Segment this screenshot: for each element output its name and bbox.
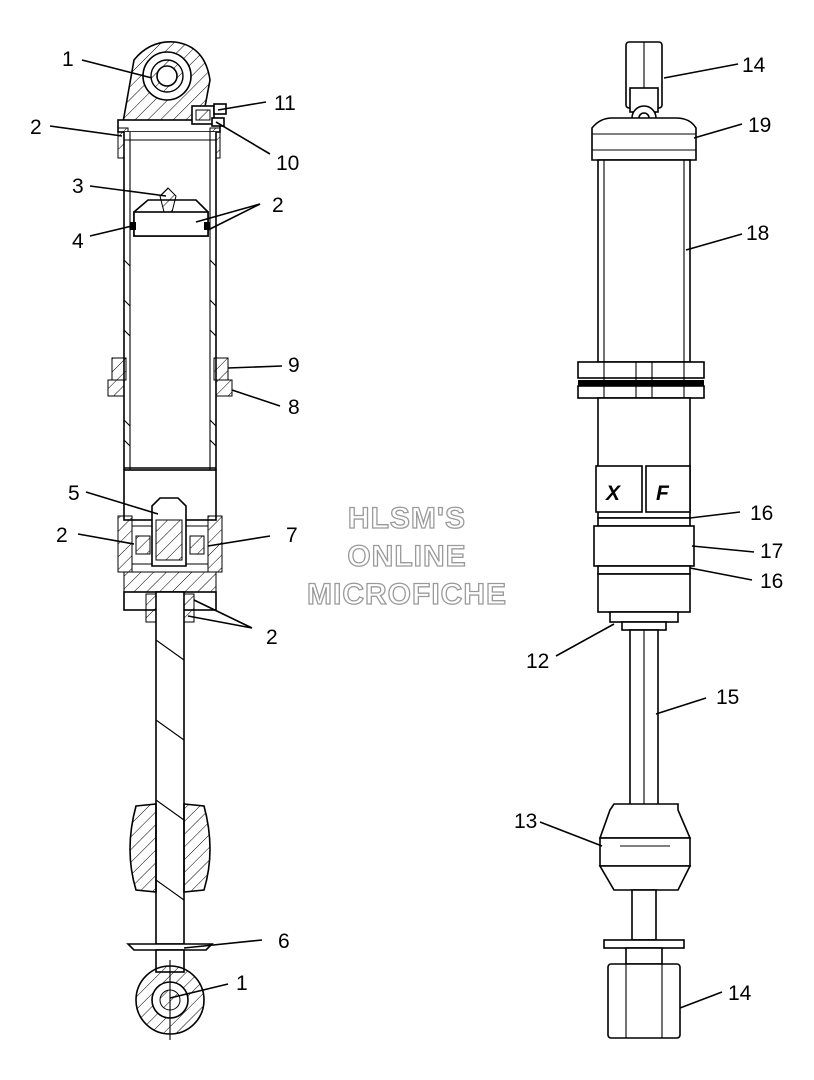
callout-7: 7 (286, 524, 298, 547)
top-eyelet-exterior (625, 41, 663, 131)
shaft (629, 629, 659, 809)
seal-head (117, 469, 223, 623)
bump-stop (129, 803, 211, 893)
callout-2-top: 2 (30, 116, 42, 139)
watermark: HLSM'S ONLINE MICROFICHE (306, 501, 507, 611)
piston-rod (155, 591, 185, 945)
callout-5: 5 (68, 482, 80, 505)
exterior-shock: X F (577, 41, 705, 1039)
watermark-line-3: MICROFICHE (307, 578, 507, 611)
callout-16-a: 16 (750, 502, 773, 525)
body-cap (591, 117, 697, 161)
callout-3: 3 (72, 175, 84, 198)
callout-2-lower: 2 (56, 524, 68, 547)
callout-13: 13 (514, 810, 537, 833)
lower-body: X F (595, 397, 691, 519)
callout-8: 8 (288, 396, 300, 419)
callout-19: 19 (748, 114, 771, 137)
callout-6: 6 (278, 930, 290, 953)
bottom-eyelet-exterior (603, 889, 685, 1039)
spring-collars (577, 361, 705, 399)
callout-1-top: 1 (62, 48, 74, 71)
callout-9: 9 (288, 354, 300, 377)
callout-14-top: 14 (742, 54, 766, 77)
callout-14-bottom: 14 (728, 982, 752, 1005)
callout-12: 12 (526, 650, 549, 673)
logo-left: X (605, 482, 622, 505)
leader-lines (49, 59, 755, 1009)
callout-1-bottom: 1 (236, 972, 248, 995)
bottom-eyelet (126, 943, 214, 1040)
callout-2-seal: 2 (266, 626, 278, 649)
callout-17: 17 (760, 540, 783, 563)
spring-collar (107, 357, 233, 397)
callout-2-piston: 2 (272, 194, 284, 217)
logo-right: F (656, 482, 670, 505)
floating-piston (130, 187, 210, 237)
watermark-line-1: HLSM'S (348, 502, 466, 535)
callout-11: 11 (274, 92, 296, 115)
bumper (598, 803, 692, 891)
callout-numbers: 1 2 3 4 2 11 10 9 8 5 2 7 2 6 1 14 19 18… (30, 48, 783, 1005)
callout-18: 18 (746, 222, 769, 245)
callout-15: 15 (716, 686, 739, 709)
body-tube (123, 132, 217, 470)
main-body (597, 159, 691, 363)
callout-16-b: 16 (760, 570, 783, 593)
callout-4: 4 (72, 230, 84, 253)
watermark-line-2: ONLINE (347, 540, 466, 573)
callout-10: 10 (276, 152, 299, 175)
seal-collar (593, 517, 695, 631)
